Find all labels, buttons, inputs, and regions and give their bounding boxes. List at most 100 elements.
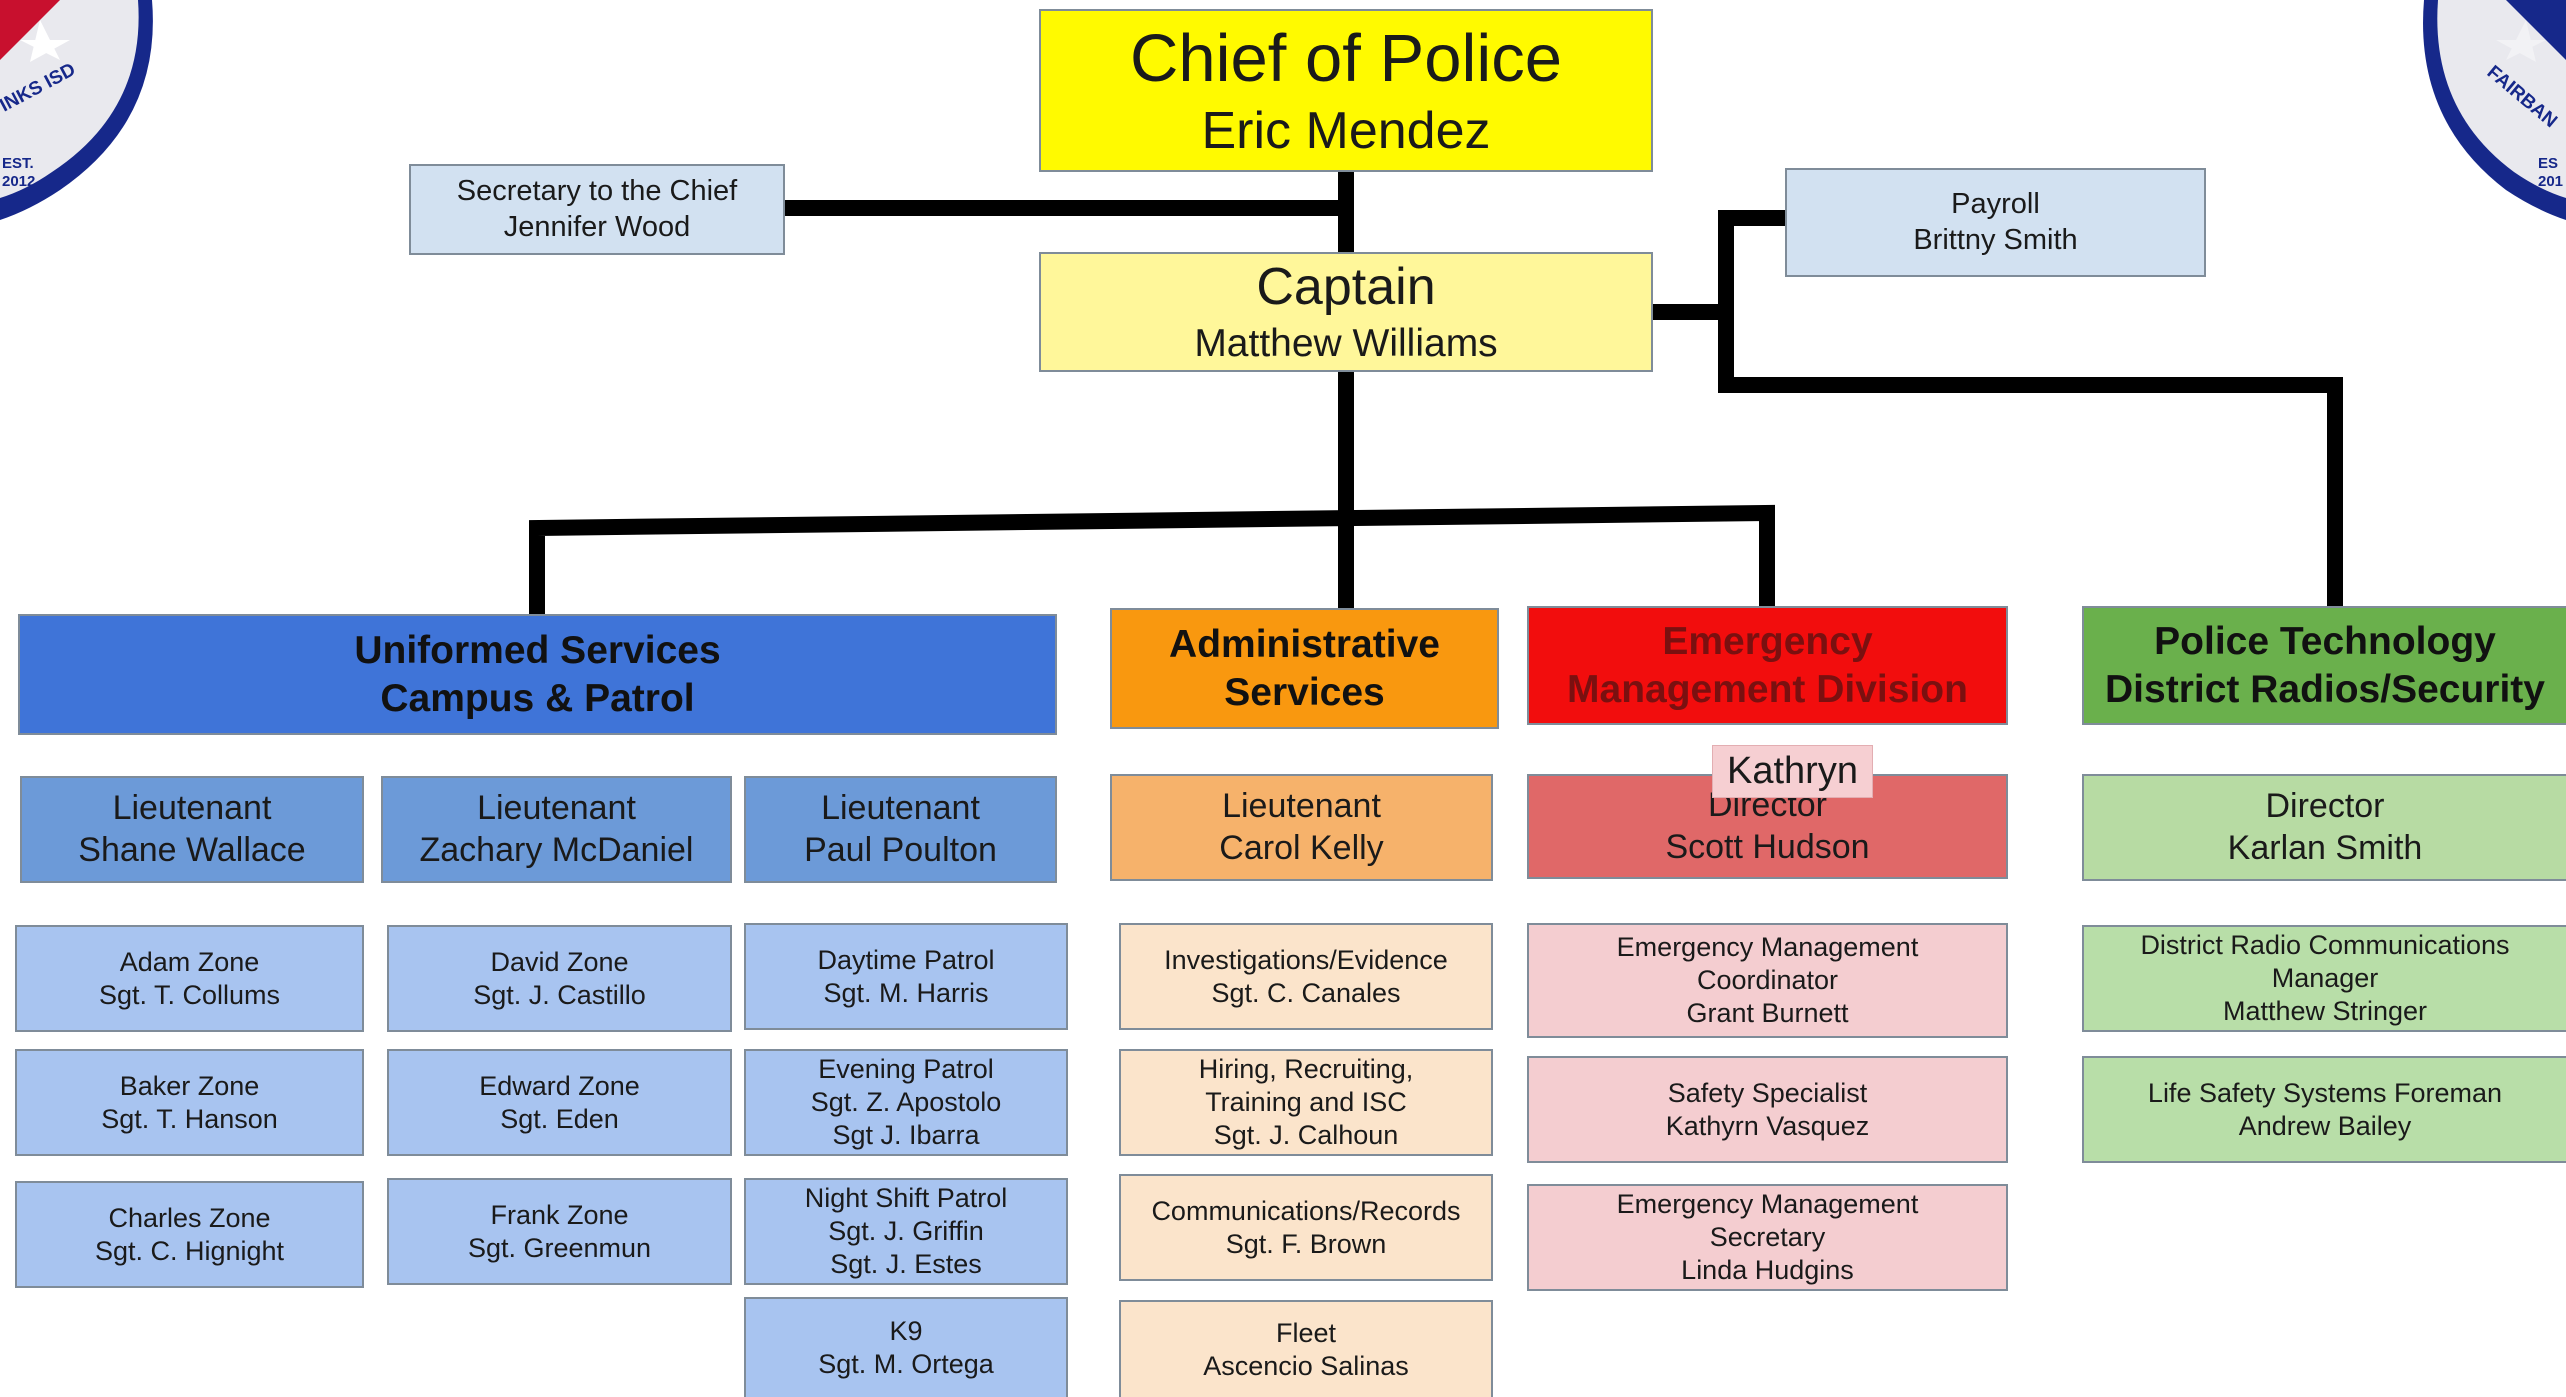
unit-charles-zone: Charles Zone Sgt. C. Hignight: [15, 1181, 364, 1288]
captain-title: Captain: [1256, 258, 1436, 317]
unit-line: Sgt. T. Collums: [98, 979, 281, 1010]
unit-line: Night Shift Patrol: [804, 1183, 1008, 1214]
chief-box: Chief of Police Eric Mendez: [1039, 9, 1653, 172]
lieutenant-carol-kelly: Lieutenant Carol Kelly: [1110, 774, 1493, 881]
unit-line: Sgt. Eden: [500, 1103, 619, 1134]
director-title: Director: [2265, 787, 2385, 826]
lieutenant-title: Lieutenant: [477, 789, 636, 828]
unit-line: Sgt. J. Estes: [830, 1248, 982, 1279]
unit-line: Andrew Bailey: [2238, 1110, 2412, 1141]
unit-investigations-evidence: Investigations/Evidence Sgt. C. Canales: [1119, 923, 1493, 1030]
division-emergency-line1: Emergency: [1662, 619, 1873, 663]
chief-name: Eric Mendez: [1201, 101, 1491, 160]
connector-divisions-bar: [529, 504, 1775, 616]
lieutenant-paul-poulton: Lieutenant Paul Poulton: [744, 776, 1057, 883]
division-police-technology: Police Technology District Radios/Securi…: [2082, 606, 2566, 725]
division-emergency-line2: Management Division: [1567, 667, 1968, 711]
svg-text:EST.: EST.: [2, 155, 34, 172]
secretary-name: Jennifer Wood: [503, 210, 691, 243]
lieutenant-title: Lieutenant: [1222, 787, 1381, 826]
svg-text:ES: ES: [2538, 155, 2558, 172]
division-uniformed-line2: Campus & Patrol: [380, 676, 695, 720]
unit-line: Sgt. C. Canales: [1211, 977, 1401, 1008]
unit-line: Ascencio Salinas: [1203, 1350, 1409, 1381]
unit-k9: K9 Sgt. M. Ortega: [744, 1297, 1068, 1397]
unit-edward-zone: Edward Zone Sgt. Eden: [387, 1049, 732, 1156]
unit-line: Edward Zone: [479, 1070, 640, 1101]
lieutenant-name: Paul Poulton: [804, 830, 997, 869]
unit-communications-records: Communications/Records Sgt. F. Brown: [1119, 1174, 1493, 1281]
unit-safety-specialist: Safety Specialist Kathyrn Vasquez: [1527, 1056, 2008, 1163]
lieutenant-name: Carol Kelly: [1219, 828, 1384, 867]
unit-emergency-management-secretary: Emergency Management Secretary Linda Hud…: [1527, 1184, 2008, 1291]
unit-line: Sgt. C. Hignight: [94, 1235, 285, 1266]
unit-baker-zone: Baker Zone Sgt. T. Hanson: [15, 1049, 364, 1156]
unit-frank-zone: Frank Zone Sgt. Greenmun: [387, 1178, 732, 1285]
chief-title: Chief of Police: [1130, 20, 1562, 96]
unit-emergency-management-coordinator: Emergency Management Coordinator Grant B…: [1527, 923, 2008, 1038]
unit-line: Kathyrn Vasquez: [1665, 1110, 1870, 1141]
left-badge-logo: INKS ISD EST. 2012: [0, 0, 153, 220]
right-badge-logo: FAIRBAN ES 201: [2423, 0, 2566, 220]
unit-line: Frank Zone: [490, 1199, 629, 1230]
division-uniformed-line1: Uniformed Services: [354, 628, 721, 672]
lieutenant-zachary-mcdaniel: Lieutenant Zachary McDaniel: [381, 776, 732, 883]
unit-line: Life Safety Systems Foreman: [2147, 1077, 2503, 1108]
unit-district-radio-communications: District Radio Communications Manager Ma…: [2082, 925, 2566, 1032]
unit-line: Manager: [2271, 963, 2379, 994]
unit-line: Baker Zone: [119, 1070, 260, 1101]
unit-line: Matthew Stringer: [2222, 995, 2428, 1026]
captain-name: Matthew Williams: [1194, 321, 1498, 365]
unit-line: Linda Hudgins: [1681, 1254, 1854, 1285]
hover-tooltip: Kathryn: [1712, 745, 1873, 798]
lieutenant-name: Shane Wallace: [78, 830, 306, 869]
unit-line: Communications/Records: [1151, 1195, 1461, 1226]
director-name: Scott Hudson: [1665, 827, 1870, 866]
unit-line: Safety Specialist: [1667, 1077, 1868, 1108]
unit-line: Sgt. Greenmun: [467, 1232, 652, 1263]
unit-line: Emergency Management: [1616, 932, 1919, 963]
division-tech-line1: Police Technology: [2154, 619, 2496, 663]
unit-line: Hiring, Recruiting,: [1198, 1054, 1414, 1085]
division-administrative-services: Administrative Services: [1110, 608, 1499, 729]
unit-line: District Radio Communications: [2140, 930, 2510, 961]
secretary-box: Secretary to the Chief Jennifer Wood: [409, 164, 785, 255]
unit-line: Sgt. J. Calhoun: [1213, 1119, 1399, 1150]
unit-line: Daytime Patrol: [817, 944, 995, 975]
captain-box: Captain Matthew Williams: [1039, 252, 1653, 372]
unit-line: Sgt. J. Griffin: [828, 1216, 984, 1247]
unit-line: Sgt. T. Hanson: [101, 1103, 278, 1134]
unit-hiring-recruiting: Hiring, Recruiting, Training and ISC Sgt…: [1119, 1049, 1493, 1156]
unit-line: Coordinator: [1696, 965, 1839, 996]
unit-line: K9: [889, 1316, 923, 1347]
unit-line: David Zone: [490, 946, 629, 977]
unit-daytime-patrol: Daytime Patrol Sgt. M. Harris: [744, 923, 1068, 1030]
unit-line: Fleet: [1275, 1317, 1337, 1348]
lieutenant-title: Lieutenant: [821, 789, 980, 828]
division-admin-line1: Administrative: [1169, 622, 1440, 666]
division-tech-line2: District Radios/Security: [2105, 667, 2545, 711]
unit-line: Training and ISC: [1205, 1087, 1407, 1118]
connector-payroll: [1645, 210, 1793, 320]
svg-text:201: 201: [2538, 173, 2563, 190]
unit-fleet: Fleet Ascencio Salinas: [1119, 1300, 1493, 1397]
director-karlan-smith: Director Karlan Smith: [2082, 774, 2566, 881]
unit-line: Charles Zone: [108, 1202, 271, 1233]
division-admin-line2: Services: [1224, 670, 1385, 714]
lieutenant-title: Lieutenant: [112, 789, 272, 828]
unit-line: Adam Zone: [119, 946, 260, 977]
unit-line: Sgt. M. Ortega: [818, 1349, 994, 1379]
division-uniformed-services: Uniformed Services Campus & Patrol: [18, 614, 1057, 735]
payroll-name: Brittny Smith: [1913, 223, 2078, 256]
unit-life-safety-systems: Life Safety Systems Foreman Andrew Baile…: [2082, 1056, 2566, 1163]
unit-line: Sgt. F. Brown: [1225, 1228, 1387, 1259]
unit-line: Evening Patrol: [818, 1054, 994, 1085]
payroll-box: Payroll Brittny Smith: [1785, 168, 2206, 277]
secretary-title: Secretary to the Chief: [456, 175, 738, 208]
unit-line: Sgt. Z. Apostolo: [810, 1087, 1002, 1118]
connector-tech: [1718, 304, 2343, 614]
unit-line: Investigations/Evidence: [1164, 944, 1448, 975]
unit-line: Sgt. J. Castillo: [473, 979, 646, 1010]
unit-line: Emergency Management: [1616, 1189, 1919, 1220]
director-name: Karlan Smith: [2227, 828, 2423, 867]
